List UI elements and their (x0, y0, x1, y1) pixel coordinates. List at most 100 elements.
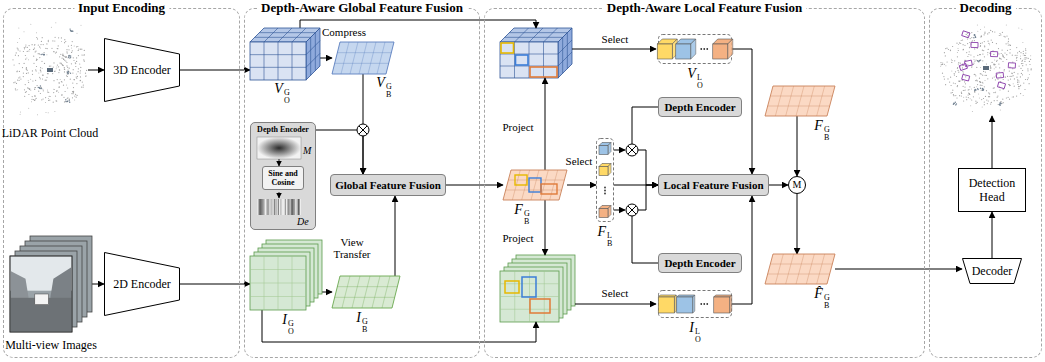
bev-grid (337, 52, 391, 53)
lidar-point (68, 46, 69, 47)
lidar-point (58, 92, 59, 93)
lidar-point (33, 49, 34, 50)
mini-cube-front (658, 297, 674, 313)
selected-voxel (501, 43, 514, 53)
lidar-point (1023, 95, 1024, 96)
lidar-point (53, 51, 54, 52)
lidar-point (1018, 88, 1019, 89)
arrow-connector (395, 196, 396, 276)
symbol-label: De (297, 216, 309, 227)
lidar-point (981, 36, 982, 37)
lidar-point (59, 62, 60, 63)
lidar-point (24, 63, 25, 64)
feature-figure (658, 290, 732, 318)
lidar-point (984, 34, 985, 35)
feature-label: FBG (814, 119, 829, 142)
lidar-point (995, 92, 996, 93)
lidar-point (40, 88, 41, 89)
lidar-point (940, 66, 941, 67)
lidar-point (45, 80, 46, 81)
lidar-point (34, 48, 35, 49)
lidar-point (965, 90, 966, 91)
lidar-point (1031, 68, 1032, 69)
arrow-connector (446, 185, 503, 186)
lidar-point (1002, 99, 1003, 100)
lidar-point (83, 87, 84, 88)
lidar-point (970, 38, 971, 39)
lidar-point (984, 46, 985, 47)
lidar-point (40, 85, 41, 86)
lidar-point (997, 97, 998, 98)
lidar-point (984, 104, 985, 105)
lidar-point (950, 50, 951, 51)
lidar-point (995, 67, 996, 68)
lidar-point (20, 114, 21, 115)
selected-voxel (530, 67, 557, 77)
ellipsis-dot (703, 303, 705, 305)
lidar-point (974, 34, 975, 35)
trapezoid-outline (105, 39, 180, 102)
lidar-point (15, 89, 16, 90)
lidar-point (1007, 50, 1008, 51)
arrow-connector (320, 58, 332, 59)
lidar-point (1006, 97, 1007, 98)
lidar-point (957, 85, 958, 86)
lidar-point (59, 86, 60, 87)
encoding-stripe (260, 199, 261, 215)
stage-panel: Depth-Aware Global Feature FusionVOGVBGD… (244, 8, 480, 358)
image-stack-copy (500, 255, 575, 322)
lidar-point (58, 66, 59, 67)
encoding-stripe (286, 199, 287, 215)
lidar-point (50, 66, 51, 67)
lidar-point (942, 73, 943, 74)
lidar-point (26, 91, 27, 92)
superscript: G (824, 294, 830, 302)
lidar-point (997, 60, 998, 61)
lidar-point (1021, 63, 1022, 64)
lidar-point (1016, 77, 1017, 78)
lidar-point (60, 79, 61, 80)
voxel-front (500, 42, 558, 78)
lidar-point (36, 59, 37, 60)
lidar-point (1000, 58, 1001, 59)
subscript: B (824, 134, 830, 142)
math-indices: BL (607, 232, 612, 248)
lidar-point (980, 29, 981, 30)
stage-panel: Input EncodingLiDAR Point Cloud3D Encode… (3, 8, 240, 358)
lidar-point (969, 42, 970, 43)
lidar-point (84, 50, 85, 51)
lidar-point (40, 70, 41, 71)
lidar-point (1023, 53, 1024, 54)
box-text: 2D Encoder (113, 277, 171, 291)
process-box: Sine and Cosine (262, 166, 304, 190)
lidar-point (23, 76, 24, 77)
lidar-point (61, 63, 62, 64)
lidar-point (958, 44, 959, 45)
lidar-point (15, 82, 16, 83)
subscript: B (824, 302, 830, 310)
voxel-feature: VOG (250, 28, 320, 80)
encoding-stripe (281, 199, 282, 215)
subscript: B (362, 326, 368, 334)
lidar-point (976, 86, 977, 87)
lidar-point (969, 94, 970, 95)
bev-grid (796, 86, 804, 116)
stage-panel: DecodingDetection HeadDecoder (929, 8, 1042, 358)
lidar-point (977, 31, 978, 32)
lidar-point (982, 88, 983, 89)
lidar-point (1018, 80, 1019, 81)
lidar-point (976, 67, 977, 68)
lidar-point (974, 61, 975, 62)
feature-label: LiDAR Point Cloud (2, 126, 99, 140)
lidar-point (39, 87, 40, 88)
lidar-point (76, 83, 77, 84)
lidar-point (63, 58, 64, 59)
lidar-point (958, 63, 959, 64)
feature-figure (332, 276, 400, 308)
lidar-point (26, 68, 27, 69)
lidar-point (35, 99, 36, 100)
lidar-point (996, 61, 997, 62)
lidar-point (48, 100, 49, 101)
lidar-point (985, 75, 986, 76)
lidar-point (990, 104, 991, 105)
